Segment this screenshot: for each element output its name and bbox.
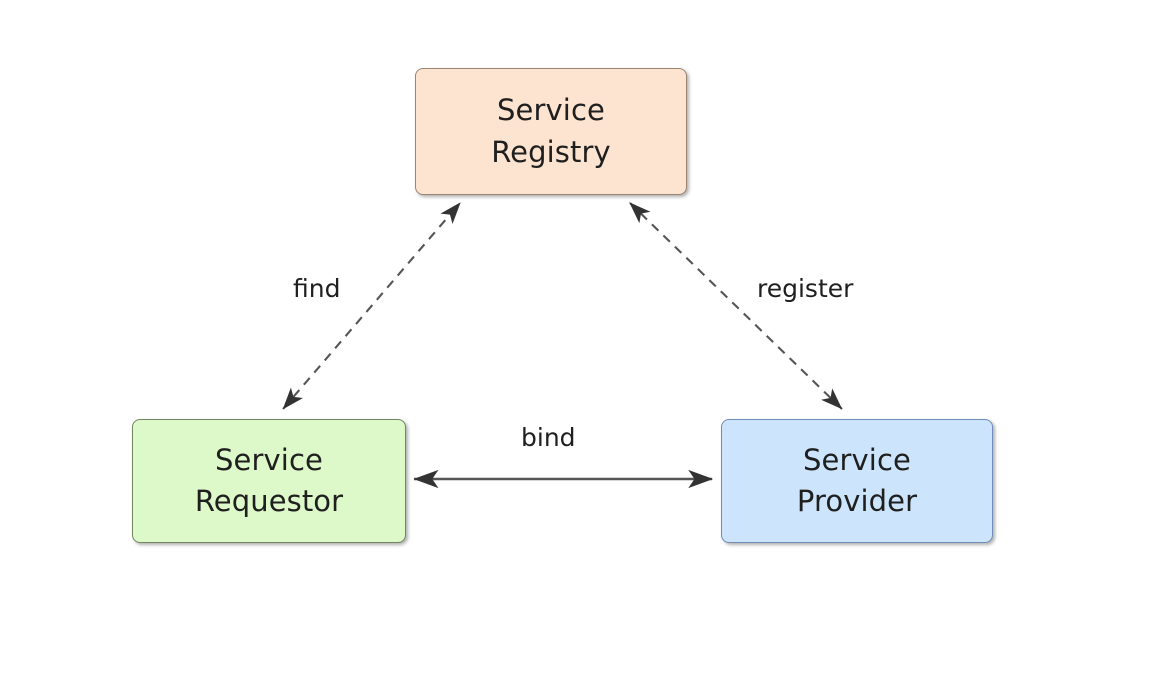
node-service-provider-label: Service Provider bbox=[796, 442, 918, 518]
node-service-registry-label: Service Registry bbox=[491, 93, 611, 169]
edge-label-register: register bbox=[752, 273, 859, 304]
edge-find-line bbox=[282, 202, 461, 410]
edge-register-line bbox=[629, 202, 843, 410]
node-service-requestor[interactable]: Service Requestor bbox=[132, 419, 406, 543]
node-service-provider[interactable]: Service Provider bbox=[721, 419, 993, 543]
node-service-registry[interactable]: Service Registry bbox=[415, 68, 687, 195]
node-service-requestor-label: Service Requestor bbox=[194, 442, 344, 518]
edge-label-find: find bbox=[288, 273, 346, 304]
edge-label-bind: bind bbox=[516, 422, 581, 453]
